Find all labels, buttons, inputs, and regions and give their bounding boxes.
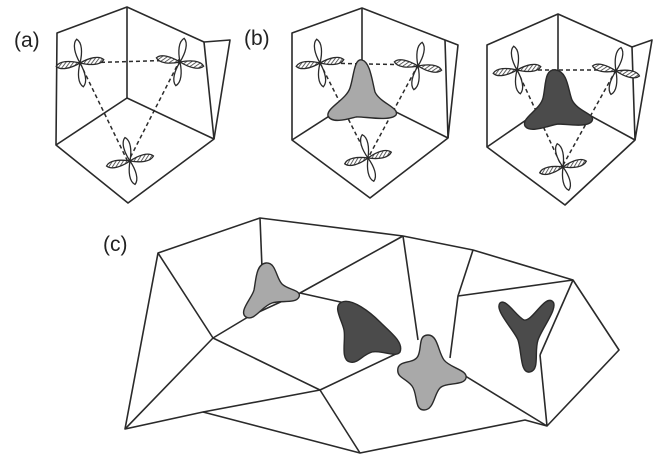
panel-c: (c) — [103, 217, 620, 454]
d-orbital-icon — [586, 41, 646, 101]
bonding-density-light — [327, 59, 398, 122]
d-orbital-icon — [489, 42, 545, 98]
d-orbital-icon — [52, 35, 108, 91]
d-orbital-icon — [292, 35, 348, 91]
panel-a-label: (a) — [14, 29, 40, 52]
panel-c-label: (c) — [103, 233, 128, 256]
bonding-density-light — [242, 262, 301, 319]
bonding-density-dark — [337, 300, 402, 363]
lattice-c — [124, 217, 620, 454]
panel-b-label: (b) — [244, 27, 270, 50]
panel-a: (a) — [14, 6, 231, 204]
bonding-density-light — [397, 334, 467, 411]
d-orbital-icon — [151, 33, 209, 91]
panel-b: (b) — [244, 7, 459, 199]
d-orbital-icon — [100, 131, 160, 191]
cube-a — [55, 6, 231, 204]
d-orbital-icon — [338, 128, 398, 188]
panel-b-right — [486, 13, 653, 206]
bonding-density-dark — [498, 299, 555, 373]
d-orbital-icon — [389, 37, 447, 95]
bonding-density-dark — [523, 69, 594, 130]
